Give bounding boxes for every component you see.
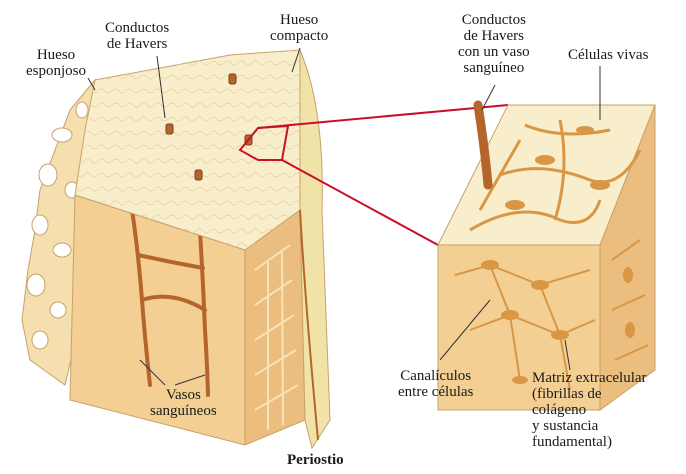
- label-hueso-compacto: Hueso compacto: [270, 12, 328, 44]
- periosteum: [300, 50, 330, 448]
- label-matriz-extracelular: Matriz extracelular (fibrillas de coláge…: [532, 370, 647, 450]
- label-hueso-esponjoso: Hueso esponjoso: [26, 47, 86, 79]
- label-periostio: Periostio: [287, 452, 344, 468]
- label-celulas-vivas: Células vivas: [568, 47, 648, 63]
- label-conductos-havers: Conductos de Havers: [105, 20, 169, 52]
- label-conductos-vaso: Conductos de Havers con un vaso sanguíne…: [458, 12, 530, 76]
- label-vasos-sanguineos: Vasos sanguíneos: [150, 387, 217, 419]
- zoomed-bone-block: [438, 105, 655, 410]
- label-canaliculos: Canalículos entre células: [398, 368, 473, 400]
